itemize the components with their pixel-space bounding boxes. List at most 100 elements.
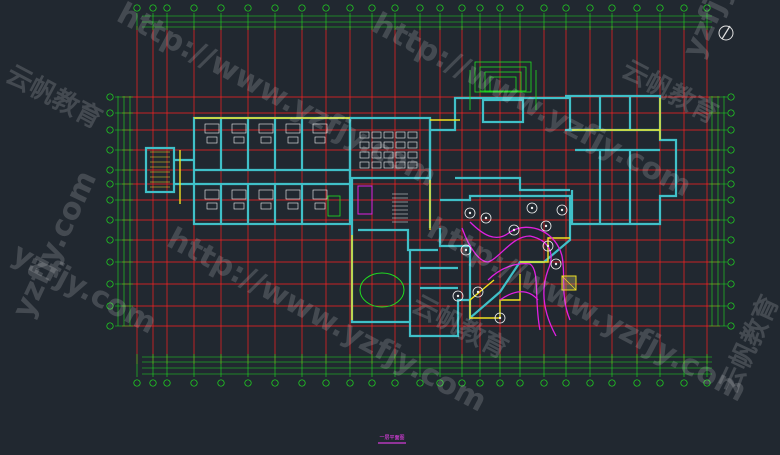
axis-bubble-top [540,4,548,12]
room-bed [260,202,272,210]
axis-bubble-bottom [346,379,354,387]
hall-desk [395,141,406,149]
axis-bubble-top [163,4,171,12]
axis-bubble-bottom [190,379,198,387]
watermark-brand-1: 云帆教育 [1,59,107,135]
hall-desk [407,161,418,169]
axis-bubble-top [608,4,616,12]
hall-desk [383,141,394,149]
axis-bubble-top [586,4,594,12]
axis-bubble-top [436,4,444,12]
tree-symbol [530,206,534,210]
room-bed [312,123,328,134]
hall-desk [359,151,370,159]
tree-symbol [456,294,460,298]
axis-bubble-right [727,93,735,101]
building-walls [144,94,678,338]
axis-bubble-right [727,216,735,224]
furniture-fixtures [150,123,418,223]
axis-bubble-bottom [163,379,171,387]
watermark-brand-4: 云帆教育 [713,291,780,398]
axis-bubble-left [106,166,114,174]
tree-symbol [484,216,488,220]
room-bed [285,123,301,134]
room-bed [231,189,247,200]
hall-desk [395,151,406,159]
axis-bubble-bottom [133,379,141,387]
axis-bubble-left [106,302,114,310]
axis-bubble-left [106,109,114,117]
axis-bubble-right [727,109,735,117]
tree-symbol [468,211,472,215]
axis-bubble-top [562,4,570,12]
axis-bubble-top [190,4,198,12]
axis-bubble-bottom [496,379,504,387]
axis-bubble-bottom [416,379,424,387]
tree-symbol [546,244,550,248]
room-bed [204,123,220,134]
axis-bubble-bottom [540,379,548,387]
axis-bubble-top [416,4,424,12]
room-bed [231,123,247,134]
tree-symbol [550,258,562,270]
room-bed [260,136,272,144]
room-bed [287,136,299,144]
north-entrance-outline [481,98,525,124]
axis-bubble-top [656,4,664,12]
circular-plaza [359,272,405,308]
tree-symbol [494,312,506,324]
toilet-block [357,185,373,215]
hall-desk [395,161,406,169]
structural-columns [179,98,661,320]
room-bed [233,202,245,210]
axis-bubble-top [458,4,466,12]
room-bed [206,202,218,210]
axis-bubble-left [106,93,114,101]
axis-bubble-top [244,4,252,12]
hall-desk [395,131,406,139]
tree-symbol [512,228,516,232]
southeast-stair [561,275,577,291]
axis-bubble-right [727,196,735,204]
axis-bubble-bottom [271,379,279,387]
axis-bubble-right [727,280,735,288]
axis-bubble-top [516,4,524,12]
north-arrow-icon [718,25,734,41]
axis-bubble-left [106,196,114,204]
axis-bubble-bottom [680,379,688,387]
tree-symbol [476,290,480,294]
axis-bubble-bottom [436,379,444,387]
axis-bubble-right [727,166,735,174]
hall-desk [407,141,418,149]
tree-symbol [526,202,538,214]
axis-bubble-bottom [703,379,711,387]
axis-bubble-left [106,146,114,154]
hall-desk [359,141,370,149]
axis-bubble-bottom [149,379,157,387]
tree-symbol [498,316,502,320]
hall-desk [383,131,394,139]
axis-bubble-top [633,4,641,12]
room-bed [233,136,245,144]
tree-symbol [554,262,558,266]
entrance-steps [469,61,537,110]
axis-bubble-top [391,4,399,12]
axis-bubbles [106,4,735,387]
room-bed [287,202,299,210]
axis-bubble-top [496,4,504,12]
plan-title-text: 一层平面图 [379,435,404,441]
hall-desk [371,161,382,169]
axis-bubble-bottom [391,379,399,387]
axis-bubble-top [368,4,376,12]
tree-symbol [540,220,552,232]
axis-bubble-bottom [458,379,466,387]
hall-desk [371,141,382,149]
room-bed [204,189,220,200]
hall-desk [359,131,370,139]
hall-desk [383,161,394,169]
room-bed [312,189,328,200]
axis-bubble-right [727,146,735,154]
hall-desk [407,131,418,139]
